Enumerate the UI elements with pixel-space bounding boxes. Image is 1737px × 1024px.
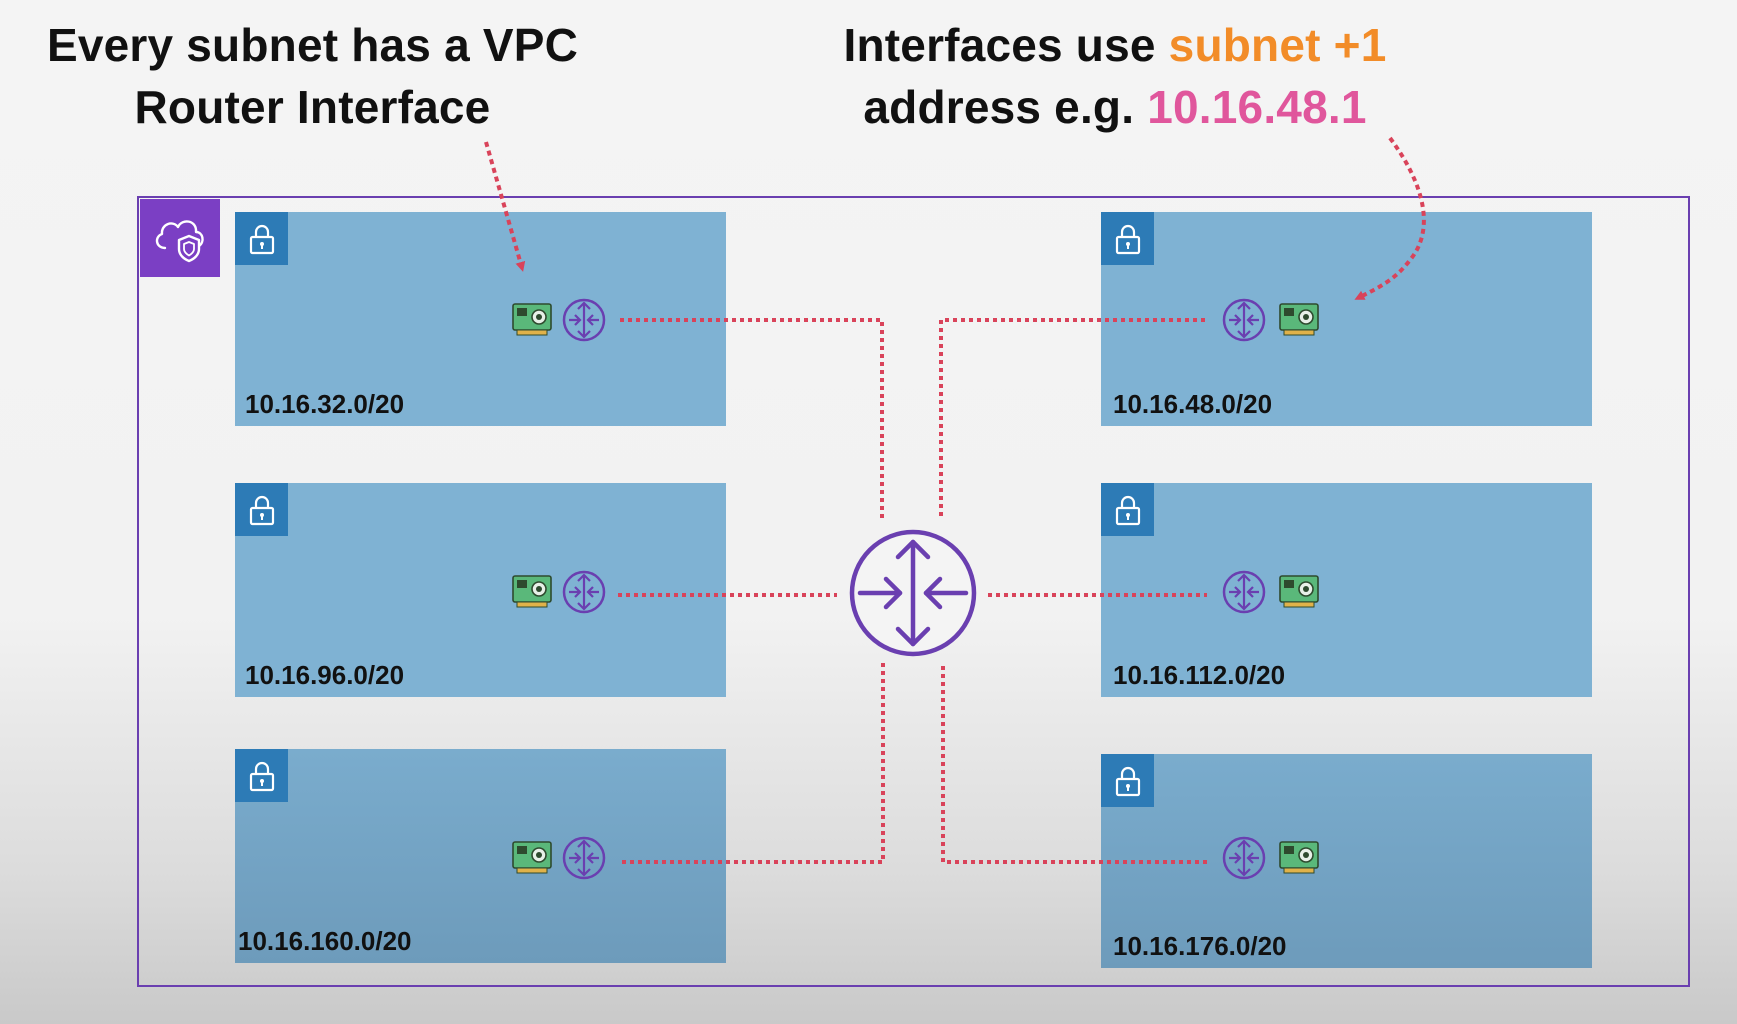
lock-badge [235,749,288,802]
left-annotation: Every subnet has a VPC Router Interface [10,14,615,138]
lock-badge [1101,754,1154,807]
network-card-icon [512,575,552,608]
subnet-cidr: 10.16.112.0/20 [1113,660,1286,690]
lock-icon [1115,495,1140,525]
lock-badge [235,212,288,265]
network-card-icon [512,841,552,874]
right-annotation-line1: Interfaces use subnet +1 [790,14,1440,76]
subnet-cidr: 10.16.176.0/20 [1113,931,1287,961]
subnet-cidr: 10.16.96.0/20 [245,660,405,690]
subnet-plus-one-highlight: subnet +1 [1168,19,1387,71]
subnet-10-16-160-0: 10.16.160.0/20 [235,749,726,963]
router-interface-icon [1222,298,1266,342]
router-interface-icon [562,570,606,614]
subnet-cidr: 10.16.160.0/20 [238,926,412,956]
example-address-highlight: 10.16.48.1 [1147,81,1367,133]
subnet-10-16-112-0: 10.16.112.0/20 [1101,483,1592,697]
subnet-cidr: 10.16.48.0/20 [1113,389,1273,419]
router-interface-icon [562,836,606,880]
lock-icon [249,495,274,525]
lock-badge [235,483,288,536]
left-annotation-line2: Router Interface [134,81,491,133]
right-annotation-line2: address e.g. 10.16.48.1 [790,76,1440,138]
right-line1-prefix: Interfaces use [843,19,1169,71]
network-card-icon [1279,575,1319,608]
lock-icon [249,224,274,254]
network-card-icon [1279,841,1319,874]
cloud-shield-icon [155,220,204,263]
lock-badge [1101,483,1154,536]
vpc-boundary [137,196,1690,987]
subnet-10-16-176-0: 10.16.176.0/20 [1101,754,1592,968]
subnet-10-16-32-0: 10.16.32.0/20 [235,212,726,426]
router-interface-icon [562,298,606,342]
lock-badge [1101,212,1154,265]
lock-icon [1115,224,1140,254]
left-annotation-line1: Every subnet has a VPC [46,19,579,71]
vpc-badge [140,199,220,277]
lock-icon [249,761,274,791]
subnet-cidr: 10.16.32.0/20 [245,389,405,419]
network-card-icon [1279,303,1319,336]
lock-icon [1115,766,1140,796]
right-line2-prefix: address e.g. [863,81,1148,133]
subnet-10-16-48-0: 10.16.48.0/20 [1101,212,1592,426]
subnet-10-16-96-0: 10.16.96.0/20 [235,483,726,697]
router-interface-icon [1222,836,1266,880]
right-annotation: Interfaces use subnet +1 address e.g. 10… [790,14,1440,138]
vpc-router-icon [849,529,977,657]
network-card-icon [512,303,552,336]
router-interface-icon [1222,570,1266,614]
